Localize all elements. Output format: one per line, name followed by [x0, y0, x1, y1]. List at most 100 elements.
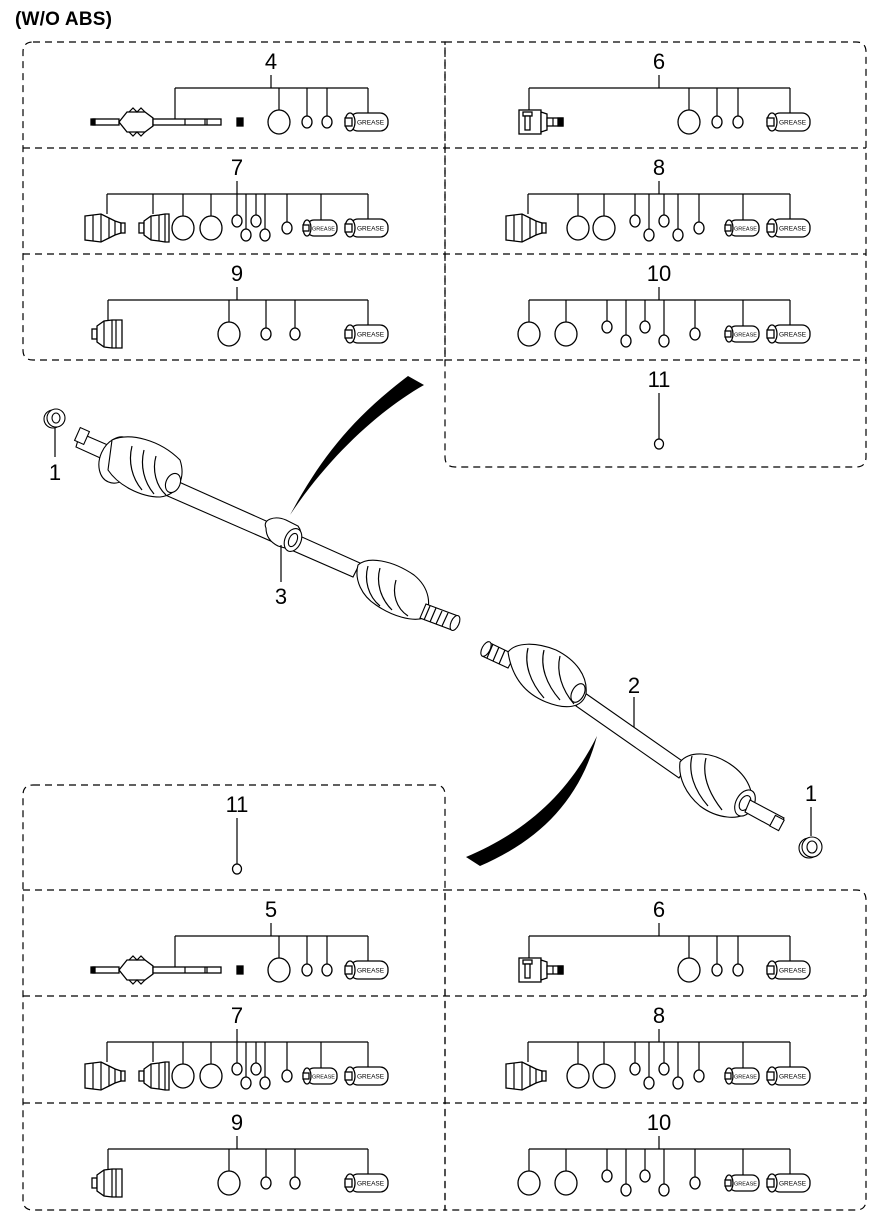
- ring-small-icon[interactable]: [732, 88, 744, 129]
- ring-small-hi-icon[interactable]: [601, 1149, 613, 1183]
- lock-nut-left[interactable]: [43, 408, 66, 429]
- ring-small-icon[interactable]: [281, 1042, 293, 1083]
- ring-small-lo-icon[interactable]: [658, 1149, 670, 1197]
- ring-tiny-icon[interactable]: [653, 393, 665, 450]
- drive-shaft-left[interactable]: [73, 426, 462, 632]
- boot-inner-short-icon[interactable]: [91, 1149, 123, 1198]
- ring-small-lo-icon[interactable]: [259, 1042, 271, 1090]
- grease-small-icon[interactable]: GREASE: [302, 1042, 338, 1085]
- grease-large-icon[interactable]: GREASE: [766, 300, 811, 344]
- ring-small-icon[interactable]: [321, 936, 333, 977]
- ring-small-icon[interactable]: [693, 194, 705, 235]
- boot-inner-icon[interactable]: [138, 1042, 170, 1091]
- ring-small-icon[interactable]: [301, 936, 313, 977]
- grease-large-icon[interactable]: GREASE: [344, 300, 389, 344]
- grease-small-icon[interactable]: GREASE: [724, 1149, 760, 1192]
- ring-large-icon[interactable]: [199, 1042, 223, 1089]
- grease-large-icon[interactable]: GREASE: [766, 1042, 811, 1086]
- ring-small-lo-icon[interactable]: [240, 1042, 252, 1090]
- boot-outer-icon[interactable]: [505, 194, 547, 243]
- ring-large-icon[interactable]: [217, 300, 241, 347]
- ring-small-lo-icon[interactable]: [658, 300, 670, 348]
- ring-large-icon[interactable]: [592, 1042, 616, 1089]
- ring-small-icon[interactable]: [321, 88, 333, 129]
- boot-inner-short-icon[interactable]: [91, 300, 123, 349]
- ring-large-icon[interactable]: [517, 1149, 541, 1196]
- boot-outer-icon[interactable]: [84, 1042, 126, 1091]
- ring-small-icon[interactable]: [711, 88, 723, 129]
- joint-housing-inner-icon[interactable]: [518, 88, 564, 135]
- ring-small-hi-icon[interactable]: [629, 194, 641, 228]
- ring-small-lo-icon[interactable]: [643, 1042, 655, 1090]
- grease-small-icon[interactable]: GREASE: [724, 300, 760, 343]
- ring-small-hi-icon[interactable]: [601, 300, 613, 334]
- ring-small-lo-icon[interactable]: [259, 194, 271, 242]
- kit-k11-top[interactable]: 11: [648, 367, 671, 450]
- joint-shaft-outer-icon[interactable]: [90, 936, 244, 985]
- lock-nut-right[interactable]: [798, 836, 823, 859]
- grease-small-icon[interactable]: GREASE: [302, 194, 338, 237]
- grease-large-icon[interactable]: GREASE: [766, 936, 811, 980]
- ring-small-lo-icon[interactable]: [240, 194, 252, 242]
- grease-large-icon[interactable]: GREASE: [344, 88, 389, 132]
- grease-large-icon[interactable]: GREASE: [344, 936, 389, 980]
- ring-small-icon[interactable]: [289, 1149, 301, 1190]
- ring-small-hi-icon[interactable]: [658, 1042, 670, 1076]
- ring-small-icon[interactable]: [689, 1149, 701, 1190]
- ring-large-icon[interactable]: [217, 1149, 241, 1196]
- ring-small-icon[interactable]: [289, 300, 301, 341]
- grease-large-icon[interactable]: GREASE: [766, 88, 811, 132]
- ring-large-icon[interactable]: [677, 88, 701, 135]
- ring-small-lo-icon[interactable]: [672, 194, 684, 242]
- boot-outer-icon[interactable]: [505, 1042, 547, 1091]
- ring-large-icon[interactable]: [267, 88, 291, 135]
- ring-tiny-icon[interactable]: [231, 818, 243, 875]
- ring-small-hi-icon[interactable]: [231, 1042, 243, 1076]
- grease-large-icon[interactable]: GREASE: [344, 1149, 389, 1193]
- ring-small-lo-icon[interactable]: [672, 1042, 684, 1090]
- kit-k11-bottom[interactable]: 11: [226, 792, 249, 875]
- grease-large-icon[interactable]: GREASE: [766, 1149, 811, 1193]
- ring-small-lo-icon[interactable]: [643, 194, 655, 242]
- joint-shaft-outer-icon[interactable]: [90, 88, 244, 137]
- grease-large-icon[interactable]: GREASE: [344, 1042, 389, 1086]
- ring-large-icon[interactable]: [554, 1149, 578, 1196]
- ring-small-icon[interactable]: [260, 1149, 272, 1190]
- ring-small-icon[interactable]: [281, 194, 293, 235]
- grease-large-icon[interactable]: GREASE: [344, 194, 389, 238]
- ring-small-icon[interactable]: [260, 300, 272, 341]
- ring-small-icon[interactable]: [301, 88, 313, 129]
- ring-small-lo-icon[interactable]: [620, 300, 632, 348]
- ring-small-hi-icon[interactable]: [629, 1042, 641, 1076]
- ring-small-hi-icon[interactable]: [250, 1042, 262, 1076]
- ring-large-icon[interactable]: [199, 194, 223, 241]
- ring-large-icon[interactable]: [267, 936, 291, 983]
- ring-small-icon[interactable]: [711, 936, 723, 977]
- ring-small-icon[interactable]: [693, 1042, 705, 1083]
- ring-small-lo-icon[interactable]: [620, 1149, 632, 1197]
- joint-housing-inner-icon[interactable]: [518, 936, 564, 983]
- grease-large-icon[interactable]: GREASE: [766, 194, 811, 238]
- ring-large-icon[interactable]: [566, 1042, 590, 1089]
- ring-large-icon[interactable]: [566, 194, 590, 241]
- ring-small-hi-icon[interactable]: [231, 194, 243, 228]
- ring-small-hi-icon[interactable]: [250, 194, 262, 228]
- ring-small-hi-icon[interactable]: [658, 194, 670, 228]
- ring-small-hi-icon[interactable]: [639, 300, 651, 334]
- ring-small-icon[interactable]: [689, 300, 701, 341]
- boot-inner-icon[interactable]: [138, 194, 170, 243]
- ring-small-icon[interactable]: [732, 936, 744, 977]
- ring-small-hi-icon[interactable]: [639, 1149, 651, 1183]
- grease-small-icon[interactable]: GREASE: [724, 1042, 760, 1085]
